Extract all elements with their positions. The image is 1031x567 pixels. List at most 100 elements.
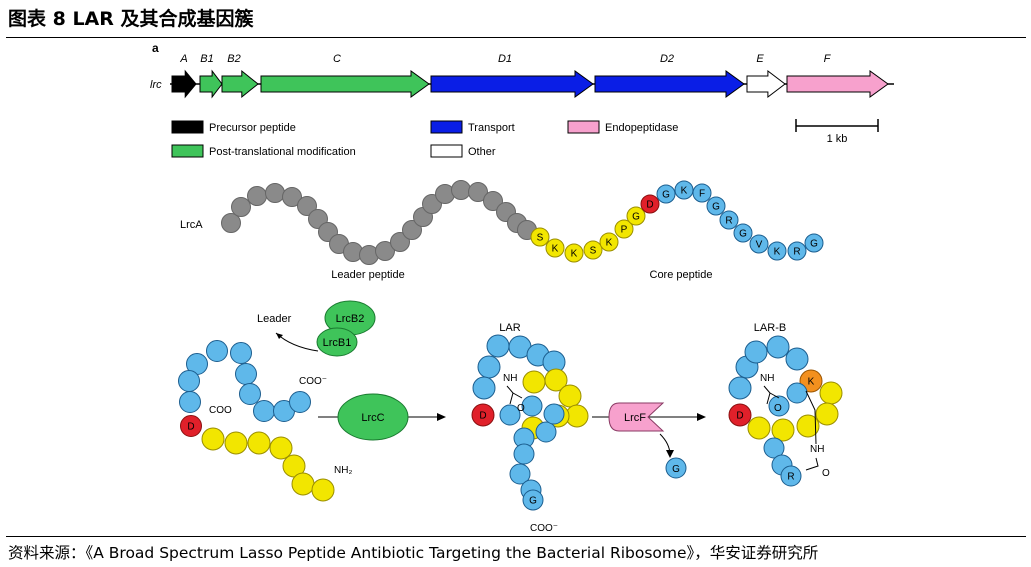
cleaved-residue-arrowhead bbox=[666, 450, 674, 458]
leader-peptide-label: Leader peptide bbox=[331, 269, 404, 281]
lar-label: LAR bbox=[499, 322, 520, 334]
core-residue-1-label: S bbox=[537, 233, 544, 244]
intermediate-asp bbox=[180, 415, 202, 437]
legend-label-4: Endopeptidase bbox=[605, 122, 678, 134]
legend-swatch-1 bbox=[171, 144, 204, 158]
lar-thread-cyan-4 bbox=[521, 395, 543, 417]
gene-label-d1: D1 bbox=[498, 53, 512, 65]
larb-lys-label: K bbox=[808, 377, 815, 388]
larb-structure: K D R bbox=[728, 335, 843, 487]
scale-bar-label: 1 kb bbox=[827, 133, 848, 145]
lar-structure: DG bbox=[471, 334, 589, 511]
leader-residue-14 bbox=[402, 220, 422, 240]
lrcf-arrowhead bbox=[697, 413, 706, 421]
core-residue-16-label: K bbox=[774, 247, 781, 258]
legend-label-3: Other bbox=[468, 146, 496, 158]
core-residue-18-label: G bbox=[810, 239, 818, 250]
gene-label-a: A bbox=[179, 53, 187, 65]
intermediate-cyan-5 bbox=[230, 342, 252, 364]
core-residue-8-label: D bbox=[646, 200, 653, 211]
leader-residue-3 bbox=[247, 186, 267, 206]
intermediate-cyan-6 bbox=[235, 363, 257, 385]
intermediate-yellow-3 bbox=[247, 431, 271, 455]
larb-cterm-nh-label: NH bbox=[810, 444, 824, 455]
leader-release-arrowhead bbox=[276, 333, 283, 339]
leader-residue-5 bbox=[282, 187, 302, 207]
lar-ring-yellow-2 bbox=[544, 368, 568, 392]
gene-arrow-d1 bbox=[430, 70, 594, 98]
lar-tail-cyan-2 bbox=[509, 463, 531, 485]
lar-isopeptide-bond bbox=[506, 385, 523, 405]
larb-cterm-o-label: O bbox=[822, 468, 830, 479]
gene-arrow-c bbox=[260, 70, 430, 98]
lrcc-arrowhead bbox=[437, 413, 446, 421]
legend-swatch-2 bbox=[430, 120, 463, 134]
core-residue-18 bbox=[804, 233, 824, 253]
core-residue-14-label: G bbox=[739, 229, 747, 240]
lar-cterm-coo-label: COO⁻ bbox=[530, 523, 558, 534]
core-residue-11-label: F bbox=[699, 189, 705, 200]
lar-ring-yellow-1 bbox=[522, 370, 546, 394]
core-residue-14 bbox=[733, 223, 753, 243]
lrcf-label: LrcF bbox=[624, 412, 646, 424]
core-residue-2-label: K bbox=[552, 244, 559, 255]
intermediate-yellow-7 bbox=[311, 478, 335, 502]
lar-terminal-gly bbox=[522, 489, 544, 511]
core-residue-10-label: K bbox=[681, 186, 688, 197]
gene-label-b2: B2 bbox=[227, 53, 240, 65]
locus-label: lrc bbox=[150, 79, 162, 91]
core-residue-16 bbox=[767, 241, 787, 261]
figure-title: 图表 8 LAR 及其合成基因簇 bbox=[8, 8, 254, 30]
gene-label-c: C bbox=[333, 53, 341, 65]
larb-ring-cyan-3 bbox=[744, 340, 768, 364]
core-residue-13-label: R bbox=[725, 216, 732, 227]
larb-ring-yellow-1 bbox=[819, 381, 843, 405]
intermediate-yellow-4 bbox=[269, 436, 293, 460]
lar-thread-cyan-1 bbox=[499, 404, 521, 426]
lar-asp bbox=[471, 403, 495, 427]
lar-thread-cyan-3 bbox=[543, 403, 565, 425]
cleaved-glycine bbox=[665, 457, 687, 479]
core-residue-3-label: K bbox=[571, 249, 578, 260]
gene-arrow-b1 bbox=[199, 69, 223, 99]
precursor-name: LrcA bbox=[180, 219, 203, 231]
legend-label-1: Post-translational modification bbox=[209, 146, 356, 158]
intermediate-cyan-7 bbox=[239, 383, 261, 405]
gene-arrow-f bbox=[786, 70, 889, 98]
larb-ring-cyan-2 bbox=[728, 376, 752, 400]
lrcf-enzyme bbox=[608, 402, 665, 432]
larb-asp-label: D bbox=[736, 411, 743, 422]
intermediate-cyan-4 bbox=[179, 391, 201, 413]
source-rule bbox=[6, 536, 1026, 537]
gene-arrow-a bbox=[171, 69, 197, 99]
larb-thread-cyan-1 bbox=[768, 395, 790, 417]
legend-swatch-0 bbox=[171, 120, 204, 134]
gene-arrow-e bbox=[746, 69, 786, 99]
larb-ring-yellow-3 bbox=[796, 414, 820, 438]
core-residue-17 bbox=[787, 241, 807, 261]
intermediate-yellow-1 bbox=[201, 427, 225, 451]
core-residue-7-label: G bbox=[632, 212, 640, 223]
cleaved-glycine-label: G bbox=[672, 464, 680, 475]
core-residue-15-label: V bbox=[756, 240, 763, 251]
intermediate-cyan-8 bbox=[253, 400, 275, 422]
biosynthesis-pathway: LrcB2 LrcB1 Leader D COO COO⁻ NH₂ LrcC L… bbox=[178, 300, 843, 534]
core-residue-4-label: S bbox=[590, 246, 597, 257]
lrcb2-label: LrcB2 bbox=[336, 313, 365, 325]
intermediate-coo-label: COO bbox=[209, 405, 232, 416]
title-rule bbox=[6, 37, 1026, 38]
leader-peptide-chain bbox=[221, 180, 537, 265]
gene-label-e: E bbox=[756, 53, 764, 65]
larb-arg-label: R bbox=[787, 472, 794, 483]
core-residue-9-label: G bbox=[662, 190, 670, 201]
larb-carbonyl-o-label: O bbox=[774, 403, 782, 414]
intermediate-cyan-3 bbox=[178, 370, 200, 392]
larb-isopeptide-bond bbox=[763, 385, 780, 405]
leader-release-label: Leader bbox=[257, 313, 292, 325]
gene-label-f: F bbox=[824, 53, 832, 65]
core-residue-1 bbox=[530, 227, 550, 247]
lar-ring-cyan-2 bbox=[472, 376, 496, 400]
legend-swatch-3 bbox=[430, 144, 463, 158]
